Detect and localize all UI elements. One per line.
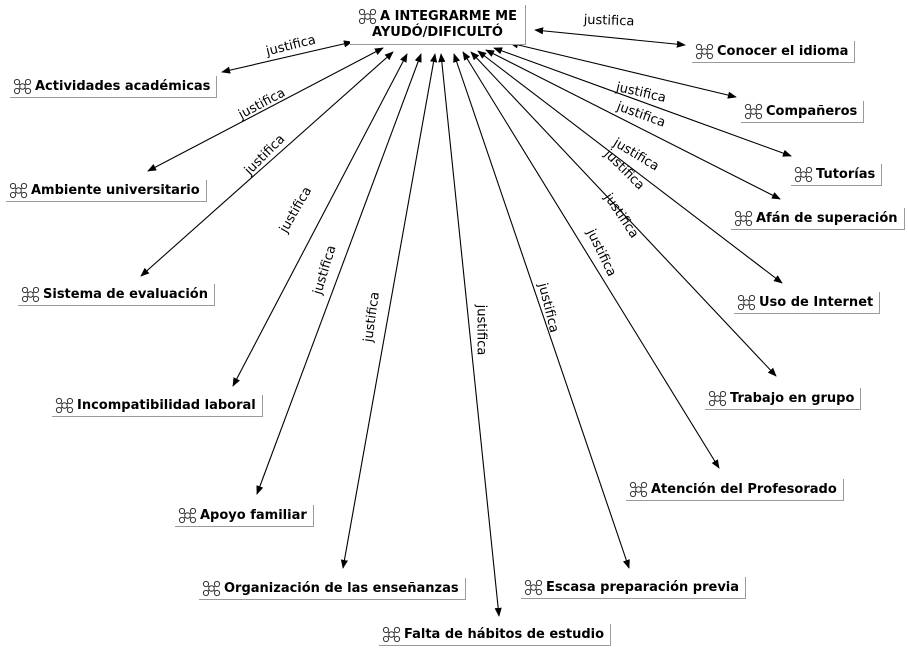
node-label: Organización de las enseñanzas bbox=[224, 581, 459, 596]
concept-node-afan-de-superacion[interactable]: Afán de superación bbox=[731, 208, 905, 230]
link-arrow-falta bbox=[438, 53, 502, 617]
concept-map-icon bbox=[9, 182, 28, 199]
node-label: Uso de Internet bbox=[759, 295, 874, 310]
concept-map-icon bbox=[55, 397, 74, 414]
concept-map-icon bbox=[358, 8, 377, 25]
concept-node-actividades-academicas[interactable]: Actividades académicas bbox=[10, 76, 218, 98]
node-label: Escasa preparación previa bbox=[546, 580, 740, 595]
concept-node-apoyo-familiar[interactable]: Apoyo familiar bbox=[175, 505, 314, 527]
link-label-incompatibilidad: justifica bbox=[276, 184, 315, 236]
link-label-sistema: justifica bbox=[241, 132, 288, 179]
concept-map-icon bbox=[524, 579, 543, 596]
node-label: Sistema de evaluación bbox=[43, 287, 208, 302]
node-label: Trabajo en grupo bbox=[730, 391, 855, 406]
node-label: Actividades académicas bbox=[35, 79, 211, 94]
central-concept-line1: A INTEGRARME ME bbox=[380, 8, 517, 24]
link-arrow-companeros bbox=[509, 41, 737, 99]
link-label-trabajo: justifica bbox=[600, 190, 641, 241]
concept-map-icon bbox=[734, 210, 753, 227]
concept-map-icon bbox=[737, 294, 756, 311]
concept-node-conocer-el-idioma[interactable]: Conocer el idioma bbox=[692, 41, 856, 63]
concept-node-sistema-de-evaluacion[interactable]: Sistema de evaluación bbox=[18, 284, 215, 306]
concept-map-icon bbox=[202, 580, 221, 597]
concept-node-companeros[interactable]: Compañeros bbox=[741, 101, 865, 123]
concept-map-icon bbox=[744, 103, 763, 120]
link-arrow-atencion bbox=[462, 51, 720, 469]
link-label-ambiente: justifica bbox=[235, 85, 288, 122]
concept-map-icon bbox=[695, 43, 714, 60]
node-label: Falta de hábitos de estudio bbox=[404, 627, 605, 642]
concept-node-atencion-del-profesorado[interactable]: Atención del Profesorado bbox=[626, 479, 844, 501]
link-label-idioma: justifica bbox=[582, 13, 634, 30]
concept-map-icon bbox=[382, 626, 401, 643]
link-arrow-idioma bbox=[534, 27, 686, 48]
node-label: Afán de superación bbox=[756, 211, 898, 226]
central-concept-line2: AYUDÓ/DIFICULTÓ bbox=[372, 25, 503, 40]
concept-map-icon bbox=[708, 390, 727, 407]
concept-node-escasa-preparacion-previa[interactable]: Escasa preparación previa bbox=[521, 577, 747, 599]
link-label-apoyo: justifica bbox=[310, 244, 339, 298]
node-label: Atención del Profesorado bbox=[651, 482, 837, 497]
concept-node-falta-de-habitos-de-estudio[interactable]: Falta de hábitos de estudio bbox=[379, 624, 612, 646]
link-label-atencion: justifica bbox=[583, 226, 619, 279]
link-label-organizacion: justifica bbox=[361, 291, 383, 344]
node-label: Apoyo familiar bbox=[200, 508, 307, 523]
link-label-escasa: justifica bbox=[534, 281, 561, 335]
concept-node-organizacion-de-las-ensenanzas[interactable]: Organización de las enseñanzas bbox=[199, 578, 466, 600]
node-label: Incompatibilidad laboral bbox=[77, 398, 256, 413]
link-arrow-organizacion bbox=[340, 53, 438, 569]
concept-node-uso-de-internet[interactable]: Uso de Internet bbox=[734, 292, 881, 314]
concept-map-icon bbox=[794, 166, 813, 183]
concept-map-icon bbox=[13, 78, 32, 95]
link-label-actividades: justifica bbox=[264, 33, 318, 60]
node-label: Conocer el idioma bbox=[717, 44, 849, 59]
concept-node-incompatibilidad-laboral[interactable]: Incompatibilidad laboral bbox=[52, 395, 263, 417]
concept-node-ambiente-universitario[interactable]: Ambiente universitario bbox=[6, 180, 207, 202]
concept-map-icon bbox=[629, 481, 648, 498]
link-label-falta: justifica bbox=[474, 304, 489, 356]
concept-map-icon bbox=[178, 507, 197, 524]
central-concept-node[interactable]: A INTEGRARME ME AYUDÓ/DIFICULTÓ bbox=[350, 5, 526, 45]
node-label: Compañeros bbox=[766, 104, 858, 119]
concept-map-icon bbox=[21, 286, 40, 303]
node-label: Ambiente universitario bbox=[31, 183, 200, 198]
concept-node-tutorias[interactable]: Tutorías bbox=[791, 164, 883, 186]
node-label: Tutorías bbox=[816, 167, 876, 182]
concept-node-trabajo-en-grupo[interactable]: Trabajo en grupo bbox=[705, 388, 862, 410]
link-arrow-apoyo bbox=[256, 53, 422, 495]
